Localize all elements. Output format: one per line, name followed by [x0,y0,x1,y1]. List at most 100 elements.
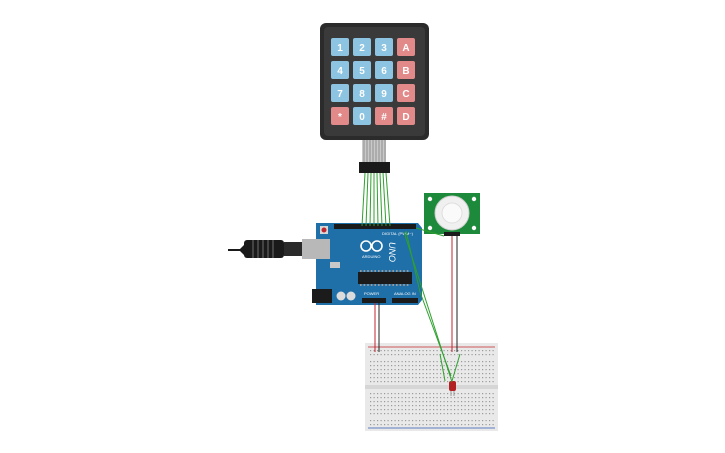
breadboard-hole [475,420,477,422]
wire-keypad-pin[interactable] [361,172,366,227]
breadboard-hole [401,350,403,352]
wire-keypad-pin[interactable] [379,172,383,227]
breadboard-hole [433,373,435,375]
breadboard-hole [478,424,480,426]
keypad-key[interactable]: 1 [331,38,349,56]
wire-led-return[interactable] [439,353,446,382]
keypad-key[interactable]: 9 [375,84,393,102]
keypad-key[interactable]: 2 [353,38,371,56]
breadboard-hole [429,377,431,379]
breadboard-hole [489,397,491,399]
breadboard-hole [475,369,477,371]
keypad-key[interactable]: 4 [331,61,349,79]
breadboard-hole [412,361,414,363]
breadboard-hole [475,397,477,399]
breadboard-hole [373,377,375,379]
breadboard-hole [408,354,410,356]
keypad-key[interactable]: 3 [375,38,393,56]
breadboard-hole [482,365,484,367]
breadboard-hole [398,393,400,395]
breadboard-hole [412,381,414,383]
breadboard-hole [485,397,487,399]
breadboard-hole [391,420,393,422]
capacitor [336,291,346,301]
chip-pin [378,270,380,272]
breadboard-hole [468,413,470,415]
wire-led-ground[interactable] [451,353,461,382]
breadboard-hole [419,393,421,395]
breadboard-hole [401,401,403,403]
keypad-key[interactable]: 8 [353,84,371,102]
usb-cable[interactable] [228,240,304,258]
breadboard-hole [408,350,410,352]
keypad-key[interactable]: 6 [375,61,393,79]
breadboard-hole [468,365,470,367]
chip-pin [388,270,391,272]
power-header [362,298,386,303]
breadboard-hole [485,424,487,426]
breadboard-hole [475,393,477,395]
wire-keypad-pin[interactable] [376,172,379,227]
breadboard-hole [384,365,386,367]
breadboard-hole [394,369,396,371]
wire-keypad-pin[interactable] [369,172,372,227]
breadboard-hole [475,373,477,375]
breadboard-hole [482,381,484,383]
wire-led-signal-2[interactable] [405,230,452,377]
breadboard-hole [422,413,424,415]
breadboard-hole [384,420,386,422]
keypad-key-label: 6 [381,66,387,77]
red-led[interactable] [449,381,456,396]
breadboard-hole [415,401,417,403]
arduino-uno-board[interactable]: DIGITAL (PWM~) ARDUINO UNO POWER ANALOG … [302,223,422,305]
keypad-key[interactable]: 7 [331,84,349,102]
breadboard-hole [485,409,487,411]
keypad-key[interactable]: # [375,107,393,125]
wire-pir-signal[interactable] [415,227,445,237]
chip-pin [363,284,366,286]
pir-motion-sensor[interactable] [424,193,480,236]
keypad-key[interactable]: C [397,84,415,102]
breadboard-hole [398,369,400,371]
breadboard-hole [387,365,389,367]
keypad-ribbon-cable [359,140,390,173]
breadboard-hole [412,413,414,415]
breadboard-hole [468,373,470,375]
keypad-key[interactable]: B [397,61,415,79]
breadboard-hole [450,365,452,367]
keypad-key[interactable]: * [331,107,349,125]
digital-header [334,224,416,229]
arduino-logo-text: ARDUINO [362,254,380,259]
wire-keypad-pin[interactable] [385,172,391,227]
breadboard-hole [380,393,382,395]
wire-keypad-pin[interactable] [365,172,369,227]
breadboard-hole [450,350,452,352]
breadboard-hole [440,365,442,367]
breadboard-hole [461,377,463,379]
breadboard-hole [471,405,473,407]
keypad-key-face [397,84,415,102]
keypad-key-face [375,61,393,79]
chip-pin [392,284,394,286]
breadboard-hole [475,409,477,411]
breadboard-hole [489,393,491,395]
keypad-key[interactable]: D [397,107,415,125]
breadboard-hole [489,377,491,379]
breadboard-hole [429,401,431,403]
breadboard-hole [419,413,421,415]
breadboard-hole [489,405,491,407]
breadboard-hole [443,381,445,383]
chip-pin [392,270,394,272]
breadboard-hole [387,361,389,363]
breadboard-hole [370,381,372,383]
keypad-key[interactable]: 5 [353,61,371,79]
breadboard-hole [482,413,484,415]
wire-keypad-pin[interactable] [382,172,387,227]
keypad-key[interactable]: 0 [353,107,371,125]
breadboard-hole [426,361,428,363]
breadboard-hole [377,377,379,379]
chip-pin [381,284,384,286]
breadboard[interactable] [365,343,498,431]
keypad-key[interactable]: A [397,38,415,56]
